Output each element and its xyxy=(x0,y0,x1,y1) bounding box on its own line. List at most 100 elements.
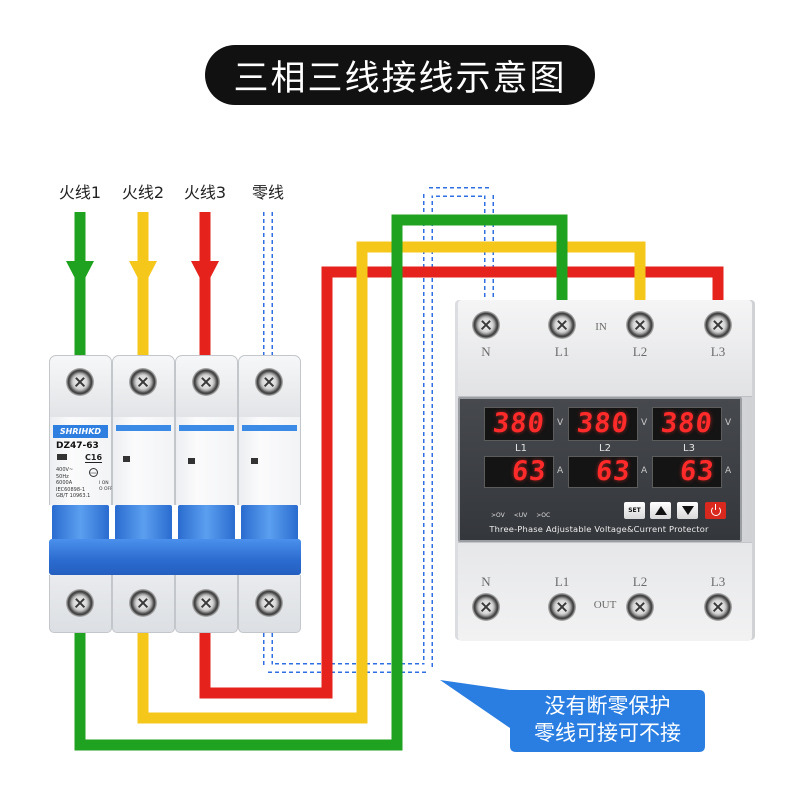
power-icon xyxy=(710,503,721,516)
voltage-display-l2: 380 xyxy=(568,407,638,441)
arrow-down-icon xyxy=(191,261,219,288)
current-unit: A xyxy=(641,466,648,476)
output-terminal-l3: L3 xyxy=(710,574,726,589)
phase-2-wire-out xyxy=(137,241,646,724)
pole-toggle xyxy=(178,505,235,541)
callout-bubble xyxy=(440,680,705,752)
voltage-unit: V xyxy=(557,418,564,428)
phase-1-label: 火线1 xyxy=(58,183,102,202)
triangle-up-icon xyxy=(654,506,667,515)
breaker-pole-1: SHRIHKD DZ47-63 C16 400V~ 50Hz 6000A IEC… xyxy=(49,355,113,633)
input-terminal-l2: L2 xyxy=(632,344,648,359)
input-terminal-l3: L3 xyxy=(710,344,726,359)
rating-label: C16 xyxy=(85,453,103,463)
phase-label-l3: L3 xyxy=(683,443,695,454)
power-button xyxy=(705,502,726,519)
terminal-screw xyxy=(129,589,157,617)
pole-toggle xyxy=(115,505,172,541)
current-unit: A xyxy=(557,466,564,476)
current-display-l3: 63 xyxy=(652,456,722,488)
neutral-wire-out xyxy=(263,187,494,673)
terminal-screw xyxy=(255,368,283,396)
current-unit: A xyxy=(725,466,732,476)
current-reading-l2: 63 xyxy=(594,456,633,487)
phase-3-label: 火线3 xyxy=(183,183,227,202)
spec-standard-gb: GB/T 10963.1 xyxy=(56,493,91,499)
terminal-screw xyxy=(255,589,283,617)
terminal-screw xyxy=(472,593,500,621)
current-display-l1: 63 xyxy=(484,456,554,488)
voltage-reading-l1: 380 xyxy=(491,408,547,439)
trip-indicator xyxy=(251,458,258,464)
current-reading-l1: 63 xyxy=(510,456,549,487)
phase-1-wire-out xyxy=(74,214,568,751)
terminal-screw xyxy=(626,311,654,339)
breaker-pole-2 xyxy=(112,355,175,633)
spec-standard-iec: IEC60898-1 xyxy=(56,486,86,493)
down-button xyxy=(677,502,698,519)
spec-breaking-capacity: 6000A xyxy=(56,480,73,486)
output-terminal-l1: L1 xyxy=(554,574,570,589)
voltage-display-l1: 380 xyxy=(484,407,554,441)
pole-face xyxy=(238,417,301,505)
current-reading-l3: 63 xyxy=(678,456,717,487)
callout-line-2: 零线可接可不接 xyxy=(534,721,681,745)
arrow-down-icon xyxy=(66,261,94,288)
trip-indicator xyxy=(188,458,195,464)
terminal-screw xyxy=(472,311,500,339)
voltage-current-protector: IN N L1 L2 L3 380 380 380 V V V L1 L2 L3… xyxy=(455,300,755,641)
over-voltage-indicator: >OV xyxy=(491,512,505,519)
input-terminal-l1: L1 xyxy=(554,344,570,359)
voltage-display-l3: 380 xyxy=(652,407,722,441)
spec-voltage: 400V~ xyxy=(56,467,74,473)
breaker-pole-4 xyxy=(238,355,301,633)
input-label: IN xyxy=(595,321,607,333)
arrow-down-icon xyxy=(129,261,157,288)
circuit-breaker: SHRIHKD DZ47-63 C16 400V~ 50Hz 6000A IEC… xyxy=(49,355,301,633)
ccc-mark: CCC xyxy=(89,468,98,477)
pole-stripe xyxy=(116,425,171,431)
pole-stripe xyxy=(242,425,297,431)
current-display-l2: 63 xyxy=(568,456,638,488)
set-button: SET xyxy=(624,502,645,519)
phase-2-label: 火线2 xyxy=(121,183,165,202)
status-indicators: >OV <UV >OC xyxy=(491,512,550,519)
terminal-screw xyxy=(66,589,94,617)
terminal-screw xyxy=(704,311,732,339)
trip-indicator xyxy=(57,454,67,460)
pole-face xyxy=(175,417,238,505)
pole-stripe xyxy=(179,425,234,431)
phase-label-l1: L1 xyxy=(515,443,527,454)
triangle-down-icon xyxy=(681,506,694,515)
over-current-indicator: >OC xyxy=(536,512,551,519)
callout-bubble-shape xyxy=(440,680,705,752)
pole-toggle xyxy=(241,505,298,541)
product-name: Three-Phase Adjustable Voltage&Current P… xyxy=(489,524,709,534)
breaker-pole-3 xyxy=(175,355,238,633)
switch-off-label: O OFF xyxy=(99,487,113,492)
terminal-screw xyxy=(548,593,576,621)
terminal-screw xyxy=(548,311,576,339)
callout-line-1: 没有断零保护 xyxy=(544,694,671,718)
terminal-screw xyxy=(192,589,220,617)
voltage-unit: V xyxy=(725,418,732,428)
up-button xyxy=(650,502,671,519)
input-terminal-block xyxy=(458,300,752,397)
terminal-screw xyxy=(704,593,732,621)
neutral-label: 零线 xyxy=(251,183,284,202)
diagram-title: 三相三线接线示意图 xyxy=(233,58,567,99)
terminal-screw xyxy=(66,368,94,396)
pole-face xyxy=(112,417,175,505)
voltage-reading-l2: 380 xyxy=(575,408,631,439)
title-banner: 三相三线接线示意图 xyxy=(205,45,595,105)
model-label: DZ47-63 xyxy=(56,441,99,451)
voltage-reading-l3: 380 xyxy=(659,408,715,439)
brand-label: SHRIHKD xyxy=(53,425,108,438)
output-terminal-l2: L2 xyxy=(632,574,648,589)
terminal-screw xyxy=(626,593,654,621)
switch-on-label: I ON xyxy=(99,481,109,486)
phase-3-wire-out xyxy=(199,266,724,699)
pole-toggle xyxy=(52,505,109,541)
trip-indicator xyxy=(123,456,130,462)
